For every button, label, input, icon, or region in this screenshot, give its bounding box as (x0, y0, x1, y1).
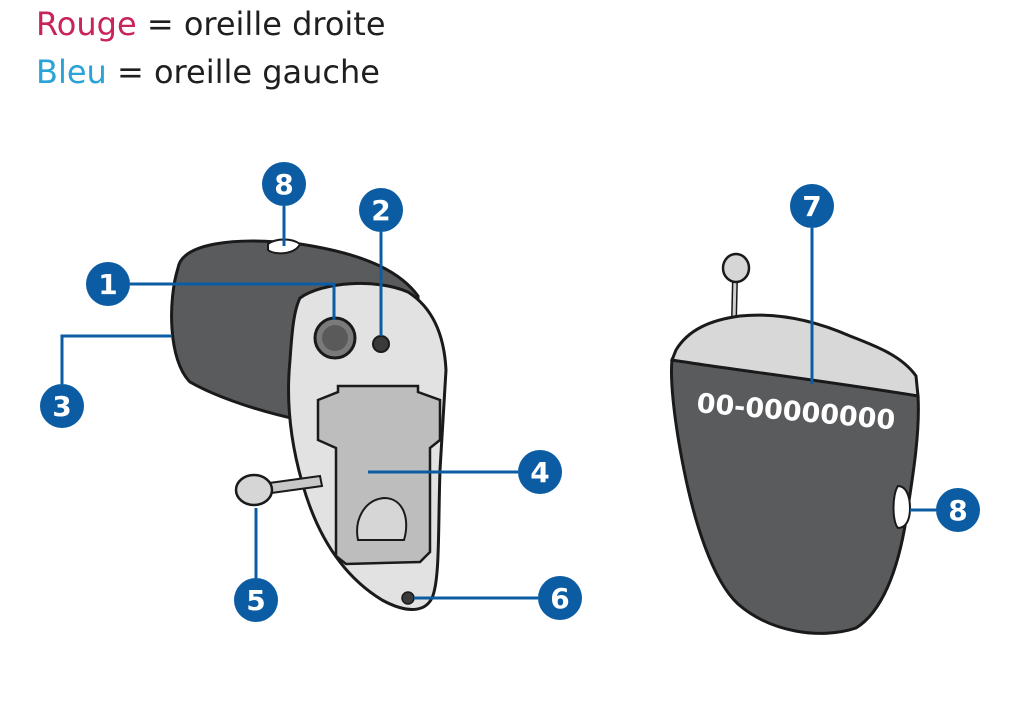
leader-lines (60, 206, 936, 600)
callout-7: 7 (790, 184, 834, 228)
leader-3 (60, 334, 172, 384)
legend-right-ear: Rouge = oreille droite (36, 0, 386, 48)
callout-8a-label: 8 (274, 168, 293, 201)
microphone-port (372, 335, 390, 353)
callout-1-label: 1 (98, 268, 117, 301)
callout-1: 1 (86, 262, 130, 306)
callout-6: 6 (538, 576, 582, 620)
callout-5: 5 (234, 578, 278, 622)
color-legend: Rouge = oreille droite Bleu = oreille ga… (36, 0, 386, 96)
legend-right-text: = oreille droite (136, 5, 386, 43)
removal-handle-knob (234, 473, 274, 507)
callout-3-label: 3 (52, 390, 71, 423)
legend-left-ear: Bleu = oreille gauche (36, 48, 386, 96)
battery-door-pad (356, 496, 408, 541)
callout-4: 4 (518, 450, 562, 494)
leader-1 (130, 282, 336, 320)
legend-keyword-blue: Bleu (36, 53, 107, 91)
callout-8b-label: 8 (948, 494, 967, 527)
callout-5-label: 5 (246, 584, 265, 617)
device-faceplate-view (170, 238, 448, 611)
side-body (670, 358, 920, 635)
callout-8b: 8 (936, 488, 980, 532)
legend-left-text: = oreille gauche (106, 53, 380, 91)
battery-door (316, 384, 442, 566)
callout-2-label: 2 (371, 194, 390, 227)
callout-7-label: 7 (802, 190, 821, 223)
device-side-view: 00-00000000 (669, 252, 920, 635)
callout-8a: 8 (262, 162, 306, 206)
shell-window-top (267, 238, 302, 255)
side-handle-knob (721, 252, 751, 284)
side-window (892, 484, 912, 530)
callout-2: 2 (359, 188, 403, 232)
callout-4-label: 4 (530, 456, 549, 489)
callout-6-label: 6 (550, 582, 569, 615)
callout-3: 3 (40, 384, 84, 428)
vent-hole (401, 591, 415, 605)
legend-keyword-red: Rouge (36, 5, 137, 43)
